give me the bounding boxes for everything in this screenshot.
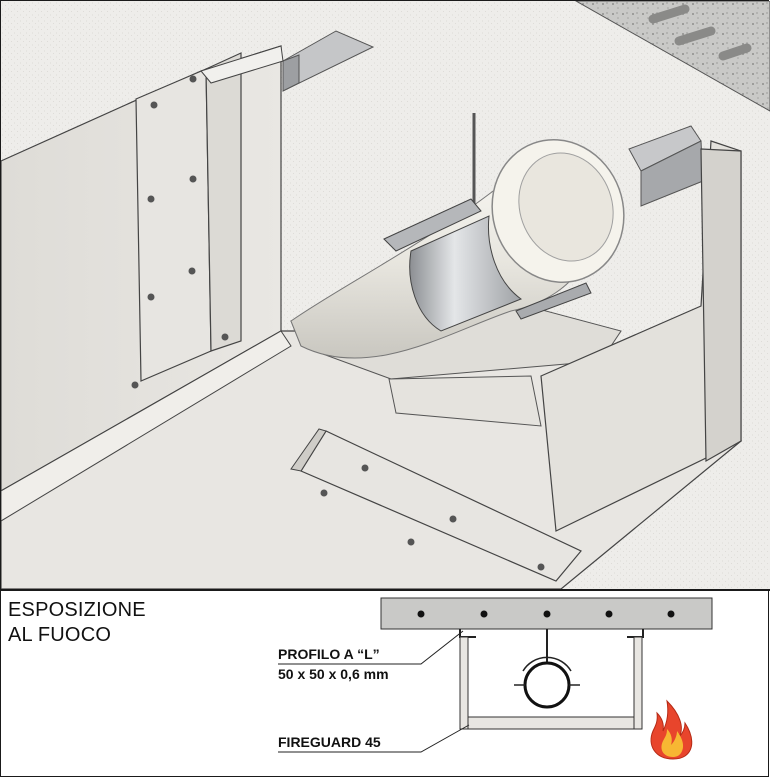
- cross-section-panel: ESPOSIZIONE AL FUOCO: [1, 591, 770, 778]
- pipe-clamp: [383, 198, 592, 332]
- slab-anchors: [417, 610, 675, 618]
- flame-icon: [650, 699, 693, 760]
- board-leader: [278, 724, 470, 753]
- side-board-left: [459, 636, 469, 730]
- l-profile-left-section: [459, 629, 476, 638]
- side-board-right: [633, 636, 643, 730]
- l-profile-right-section: [627, 629, 644, 638]
- profile-label-dims: 50 x 50 x 0,6 mm: [278, 666, 389, 682]
- screws-left: [131, 75, 229, 389]
- exposure-label-line1: ESPOSIZIONE: [8, 599, 146, 621]
- profile-label-title: PROFILO A “L”: [278, 646, 380, 662]
- screws-bottom: [320, 464, 545, 571]
- board-label: FIREGUARD 45: [278, 734, 381, 750]
- vertical-strip-board: [135, 68, 212, 382]
- section-drawing: PROFILO A “L” 50 x 50 x 0,6 mm FIREGUARD…: [278, 597, 713, 760]
- pipe-section: [523, 661, 571, 709]
- bottom-board-section: [467, 716, 635, 730]
- exposure-label-line2: AL FUOCO: [8, 624, 112, 646]
- profile-leader: [278, 630, 464, 665]
- concrete-slab: [574, 1, 770, 112]
- rebar-stubs: [648, 4, 752, 61]
- duct-isometric-illustration: [1, 1, 770, 589]
- divider-line: [1, 589, 770, 591]
